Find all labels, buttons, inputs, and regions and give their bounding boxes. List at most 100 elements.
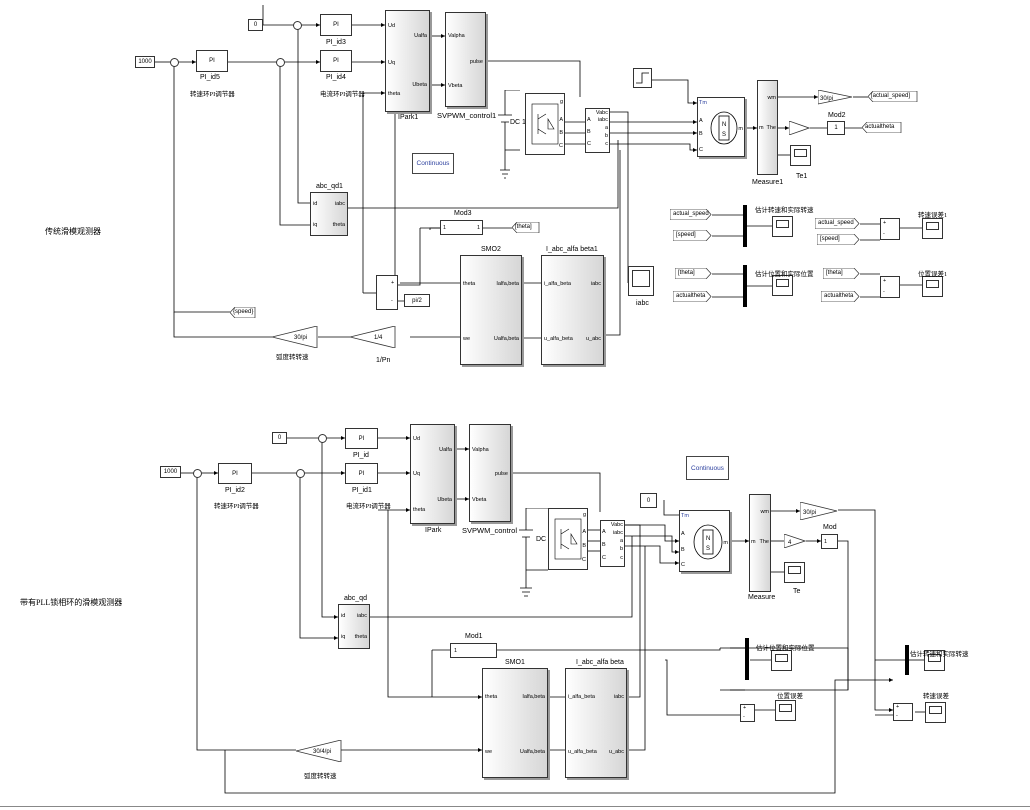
scope-est-speed-top[interactable]: [772, 216, 793, 237]
gain-4-top[interactable]: [789, 121, 810, 135]
measure1-block[interactable]: wm m The: [757, 80, 778, 175]
constant-0-torque[interactable]: 0: [640, 493, 657, 508]
abc-qd-block[interactable]: id iq iabc theta: [338, 604, 370, 649]
inverter-bridge-bottom[interactable]: g A B C: [548, 508, 588, 570]
sum-speed-err-bottom[interactable]: + -: [893, 703, 913, 721]
mod1-block[interactable]: 1: [450, 643, 497, 658]
from-speed-1[interactable]: [speed]: [673, 230, 712, 241]
sum-pos-err-bottom[interactable]: + -: [740, 704, 755, 722]
from-theta-1[interactable]: [theta]: [675, 268, 712, 279]
iabc-alfabeta1-block[interactable]: i_alfa_beta iabc u_alfa_beta u_abc: [541, 255, 604, 365]
constant-0-top[interactable]: 0: [248, 19, 263, 31]
gain-30pi-bottom[interactable]: 30/pi: [800, 502, 838, 520]
smo1-block[interactable]: theta Ialfa,beta we Ualfa,beta: [482, 668, 548, 778]
step-source-top[interactable]: [633, 68, 652, 88]
goto-actualtheta-top[interactable]: actualtheta: [862, 122, 902, 133]
gain-30pi-feedback-top[interactable]: 30/pi: [272, 326, 318, 348]
scope-pos-err-bottom[interactable]: [775, 700, 796, 721]
te1-scope[interactable]: [790, 145, 811, 166]
port-u-abc-b: u_abc: [609, 749, 624, 755]
vi-measure-top[interactable]: Vabc iabc a b c A B C: [585, 108, 610, 153]
from-actualtheta-2[interactable]: actualtheta: [821, 291, 860, 302]
pmsm-motor-top[interactable]: N S Tm A B C m: [697, 97, 745, 157]
smo2-block[interactable]: theta Ialfa,beta we Ualfa,beta: [460, 255, 522, 365]
goto-theta-top[interactable]: [theta]: [512, 222, 540, 233]
port-b-in: B: [587, 129, 591, 135]
sum-speed-bottom[interactable]: [193, 469, 202, 478]
mux-pos-top[interactable]: [743, 265, 747, 307]
pi-block-id5[interactable]: PI: [196, 50, 228, 72]
sum-speed-top[interactable]: [170, 58, 179, 67]
port-smo1-ialfa: Ialfa,beta: [522, 694, 545, 700]
goto-actual-speed-top[interactable]: [actual_speed]: [868, 91, 918, 102]
sum-pos-err-top[interactable]: + -: [880, 276, 900, 298]
scope-speed-err-top[interactable]: [922, 218, 943, 239]
scope-speed-err-bottom[interactable]: [925, 702, 946, 723]
ipark-block[interactable]: Ud Uq theta Ualfa Ubeta: [410, 424, 455, 524]
gain-1-4[interactable]: 1/4: [350, 326, 396, 348]
pi-block-id1[interactable]: PI: [345, 463, 378, 484]
port-vbeta: Vbeta: [448, 83, 463, 89]
sum-id-top[interactable]: [293, 21, 302, 30]
scope-est-speed-bottom[interactable]: [924, 650, 945, 671]
te-scope[interactable]: [784, 562, 805, 583]
vi-measure-bottom[interactable]: Vabc iabc a b c A B C: [600, 520, 625, 567]
sum-iq-top[interactable]: [276, 58, 285, 67]
abc-qd1-block[interactable]: id iq iabc theta: [310, 192, 348, 236]
svpwm-block[interactable]: Valpha pulse Vbeta: [469, 424, 511, 522]
from-speed-top[interactable]: {speed}: [230, 307, 256, 318]
pmsm-motor-bottom[interactable]: N S Tm A B C m: [679, 510, 730, 572]
scope-pos-err-top[interactable]: [922, 276, 943, 297]
svpwm1-block[interactable]: Valpha pulse Vbeta: [445, 12, 486, 107]
const-pi-half[interactable]: pi/2: [404, 294, 430, 307]
scope-est-pos-bottom[interactable]: [771, 650, 792, 671]
inverter-bridge-top[interactable]: g A B C: [525, 93, 565, 155]
port-abc-iabc-b: iabc: [356, 613, 367, 619]
speed-pi-label-top: 转速环PI调节器: [190, 91, 235, 98]
iabc-alfabeta-block[interactable]: i_alfa_beta iabc u_alfa_beta u_abc: [565, 668, 627, 778]
est-speed-label-top: 估计转速和实际转速: [755, 207, 814, 214]
scope-est-pos-top[interactable]: [772, 275, 793, 296]
mux-speed-bottom[interactable]: [905, 645, 909, 675]
pi-id3-title: PI_id3: [326, 39, 346, 46]
powergui-continuous-bottom[interactable]: Continuous: [686, 456, 729, 480]
gain-30-4pi[interactable]: 30/4/pi: [296, 740, 342, 762]
from-speed-2[interactable]: [speed]: [817, 234, 860, 245]
mod2-block[interactable]: 1: [827, 121, 845, 135]
est-pos-label-bottom: 估计位置和实际位置: [756, 645, 815, 652]
iabc-scope-top[interactable]: [628, 266, 654, 296]
pi-id-title: PI_id: [353, 452, 369, 459]
constant-1000-top[interactable]: 1000: [135, 56, 155, 68]
iabc-scope-title: iabc: [636, 300, 649, 307]
canvas-bottom-border: [0, 806, 1030, 807]
powergui-continuous-top[interactable]: Continuous: [412, 153, 454, 174]
measure-block[interactable]: wm m The: [749, 494, 771, 592]
pi-block-id2[interactable]: PI: [218, 463, 252, 484]
pi-block-id[interactable]: PI: [345, 428, 378, 449]
ipark1-block[interactable]: Ud Uq theta Ualfa Ubeta: [385, 10, 430, 112]
port-a-in: A: [587, 117, 591, 123]
from-actual-speed-2[interactable]: actual_speed: [815, 218, 860, 229]
sum-iq-bottom[interactable]: [296, 469, 305, 478]
from-actual-speed-1[interactable]: actual_speed: [670, 209, 712, 220]
from-theta-2[interactable]: [theta]: [823, 268, 860, 279]
from-actualtheta-1[interactable]: actualtheta: [673, 291, 712, 302]
sum-id-bottom[interactable]: [318, 434, 327, 443]
mod1-title: Mod1: [465, 633, 483, 640]
mux-pos-bottom[interactable]: [745, 638, 749, 680]
port-iabc-b: iabc: [612, 530, 623, 536]
measure1-title: Measure1: [752, 179, 784, 186]
gain-4-text: 4: [788, 540, 792, 546]
sum-pi-half-top[interactable]: + -: [376, 275, 398, 310]
gain-4-bottom[interactable]: 4: [784, 534, 806, 548]
gain-30pi-top[interactable]: 30/pi: [818, 90, 853, 105]
pi-block-id4[interactable]: PI: [320, 50, 352, 72]
mod-block[interactable]: 1: [821, 534, 838, 549]
mux-speed-top[interactable]: [743, 205, 747, 247]
constant-1000-bottom[interactable]: 1000: [160, 466, 181, 478]
constant-0-bottom[interactable]: 0: [272, 432, 287, 444]
port-u-alfa: u_alfa_beta: [544, 336, 573, 342]
sum-speed-err-top[interactable]: + -: [880, 218, 900, 240]
pi-block-id3[interactable]: PI: [320, 14, 352, 36]
